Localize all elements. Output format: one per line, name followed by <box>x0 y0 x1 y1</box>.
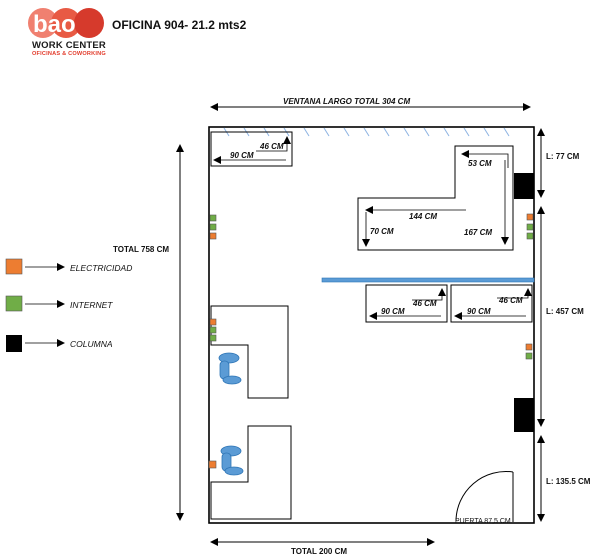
outlets <box>208 213 534 469</box>
logo: bao <box>28 8 104 38</box>
internet-outlet <box>526 223 534 231</box>
electricity-outlet <box>209 318 217 326</box>
l-desk-label-b: 144 CM <box>409 212 438 221</box>
room-outline <box>208 126 535 524</box>
logo-circle-o <box>74 8 104 38</box>
desk-top-left <box>210 131 293 167</box>
logo-tagline: OFICINAS & COWORKING <box>32 51 106 57</box>
desk-mid-1 <box>365 284 448 323</box>
chair-1 <box>218 352 242 385</box>
electricity-outlet <box>525 343 533 351</box>
l-desk <box>357 145 514 251</box>
desk-mid-2-arrow-a <box>497 288 532 299</box>
logo-brand: WORK CENTER <box>32 40 106 51</box>
door <box>455 471 514 522</box>
legend-column-swatch <box>6 335 22 352</box>
internet-outlet <box>209 334 217 342</box>
legend-electricity-label: ELECTRICIDAD <box>70 263 133 273</box>
page-title: OFICINA 904- 21.2 mts2 <box>112 18 247 32</box>
glass-partition <box>321 277 535 283</box>
electricity-outlet <box>209 232 217 240</box>
logo-circle-b <box>28 8 58 38</box>
desk-mid-1-label-a: 46 CM <box>413 299 437 308</box>
column-bottom <box>514 398 534 432</box>
logo-letters: bao <box>33 11 76 38</box>
l-desk-label-a: 53 CM <box>468 159 492 168</box>
chair-2 <box>220 445 244 476</box>
door-label: PUERTA 87,5 CM <box>455 518 511 525</box>
electricity-outlet <box>208 460 217 469</box>
electricity-outlet <box>526 213 534 221</box>
total-height-label: TOTAL 758 CM <box>113 245 170 254</box>
internet-outlet <box>209 223 217 231</box>
internet-outlet <box>209 214 217 222</box>
window-dimension-label: VENTANA LARGO TOTAL 304 CM <box>283 97 411 106</box>
internet-outlet <box>209 326 217 334</box>
desk-mid-1-arrow-a <box>412 288 446 301</box>
desk-mid-2-label-b: 90 CM <box>467 307 491 316</box>
l-desk-label-d: 167 CM <box>464 228 493 237</box>
right-bottom-label: L: 135.5 CM <box>546 477 591 486</box>
desk-left-1 <box>210 305 289 399</box>
total-width-label: TOTAL 200 CM <box>291 547 348 556</box>
desk-mid-2 <box>450 284 533 323</box>
desk-top-left-label-b: 90 CM <box>230 151 254 160</box>
l-desk-arrow-53 <box>461 150 509 168</box>
right-mid-label: L: 457 CM <box>546 307 584 316</box>
l-desk-label-c: 70 CM <box>370 227 394 236</box>
internet-outlet <box>526 232 534 240</box>
desk-top-left-arrow-a <box>256 136 291 152</box>
legend-internet-label: INTERNET <box>70 300 113 310</box>
desk-mid-1-label-b: 90 CM <box>381 307 405 316</box>
legend-electricity-swatch <box>5 258 23 275</box>
desk-left-2 <box>210 425 292 520</box>
column-top <box>514 173 534 199</box>
logo-circle-a <box>51 8 81 38</box>
internet-outlet <box>525 352 533 360</box>
legend-column-label: COLUMNA <box>70 339 113 349</box>
legend-internet-swatch <box>5 295 23 312</box>
right-top-label: L: 77 CM <box>546 152 580 161</box>
desk-mid-2-label-a: 46 CM <box>499 296 523 305</box>
desk-top-left-label-a: 46 CM <box>260 142 284 151</box>
